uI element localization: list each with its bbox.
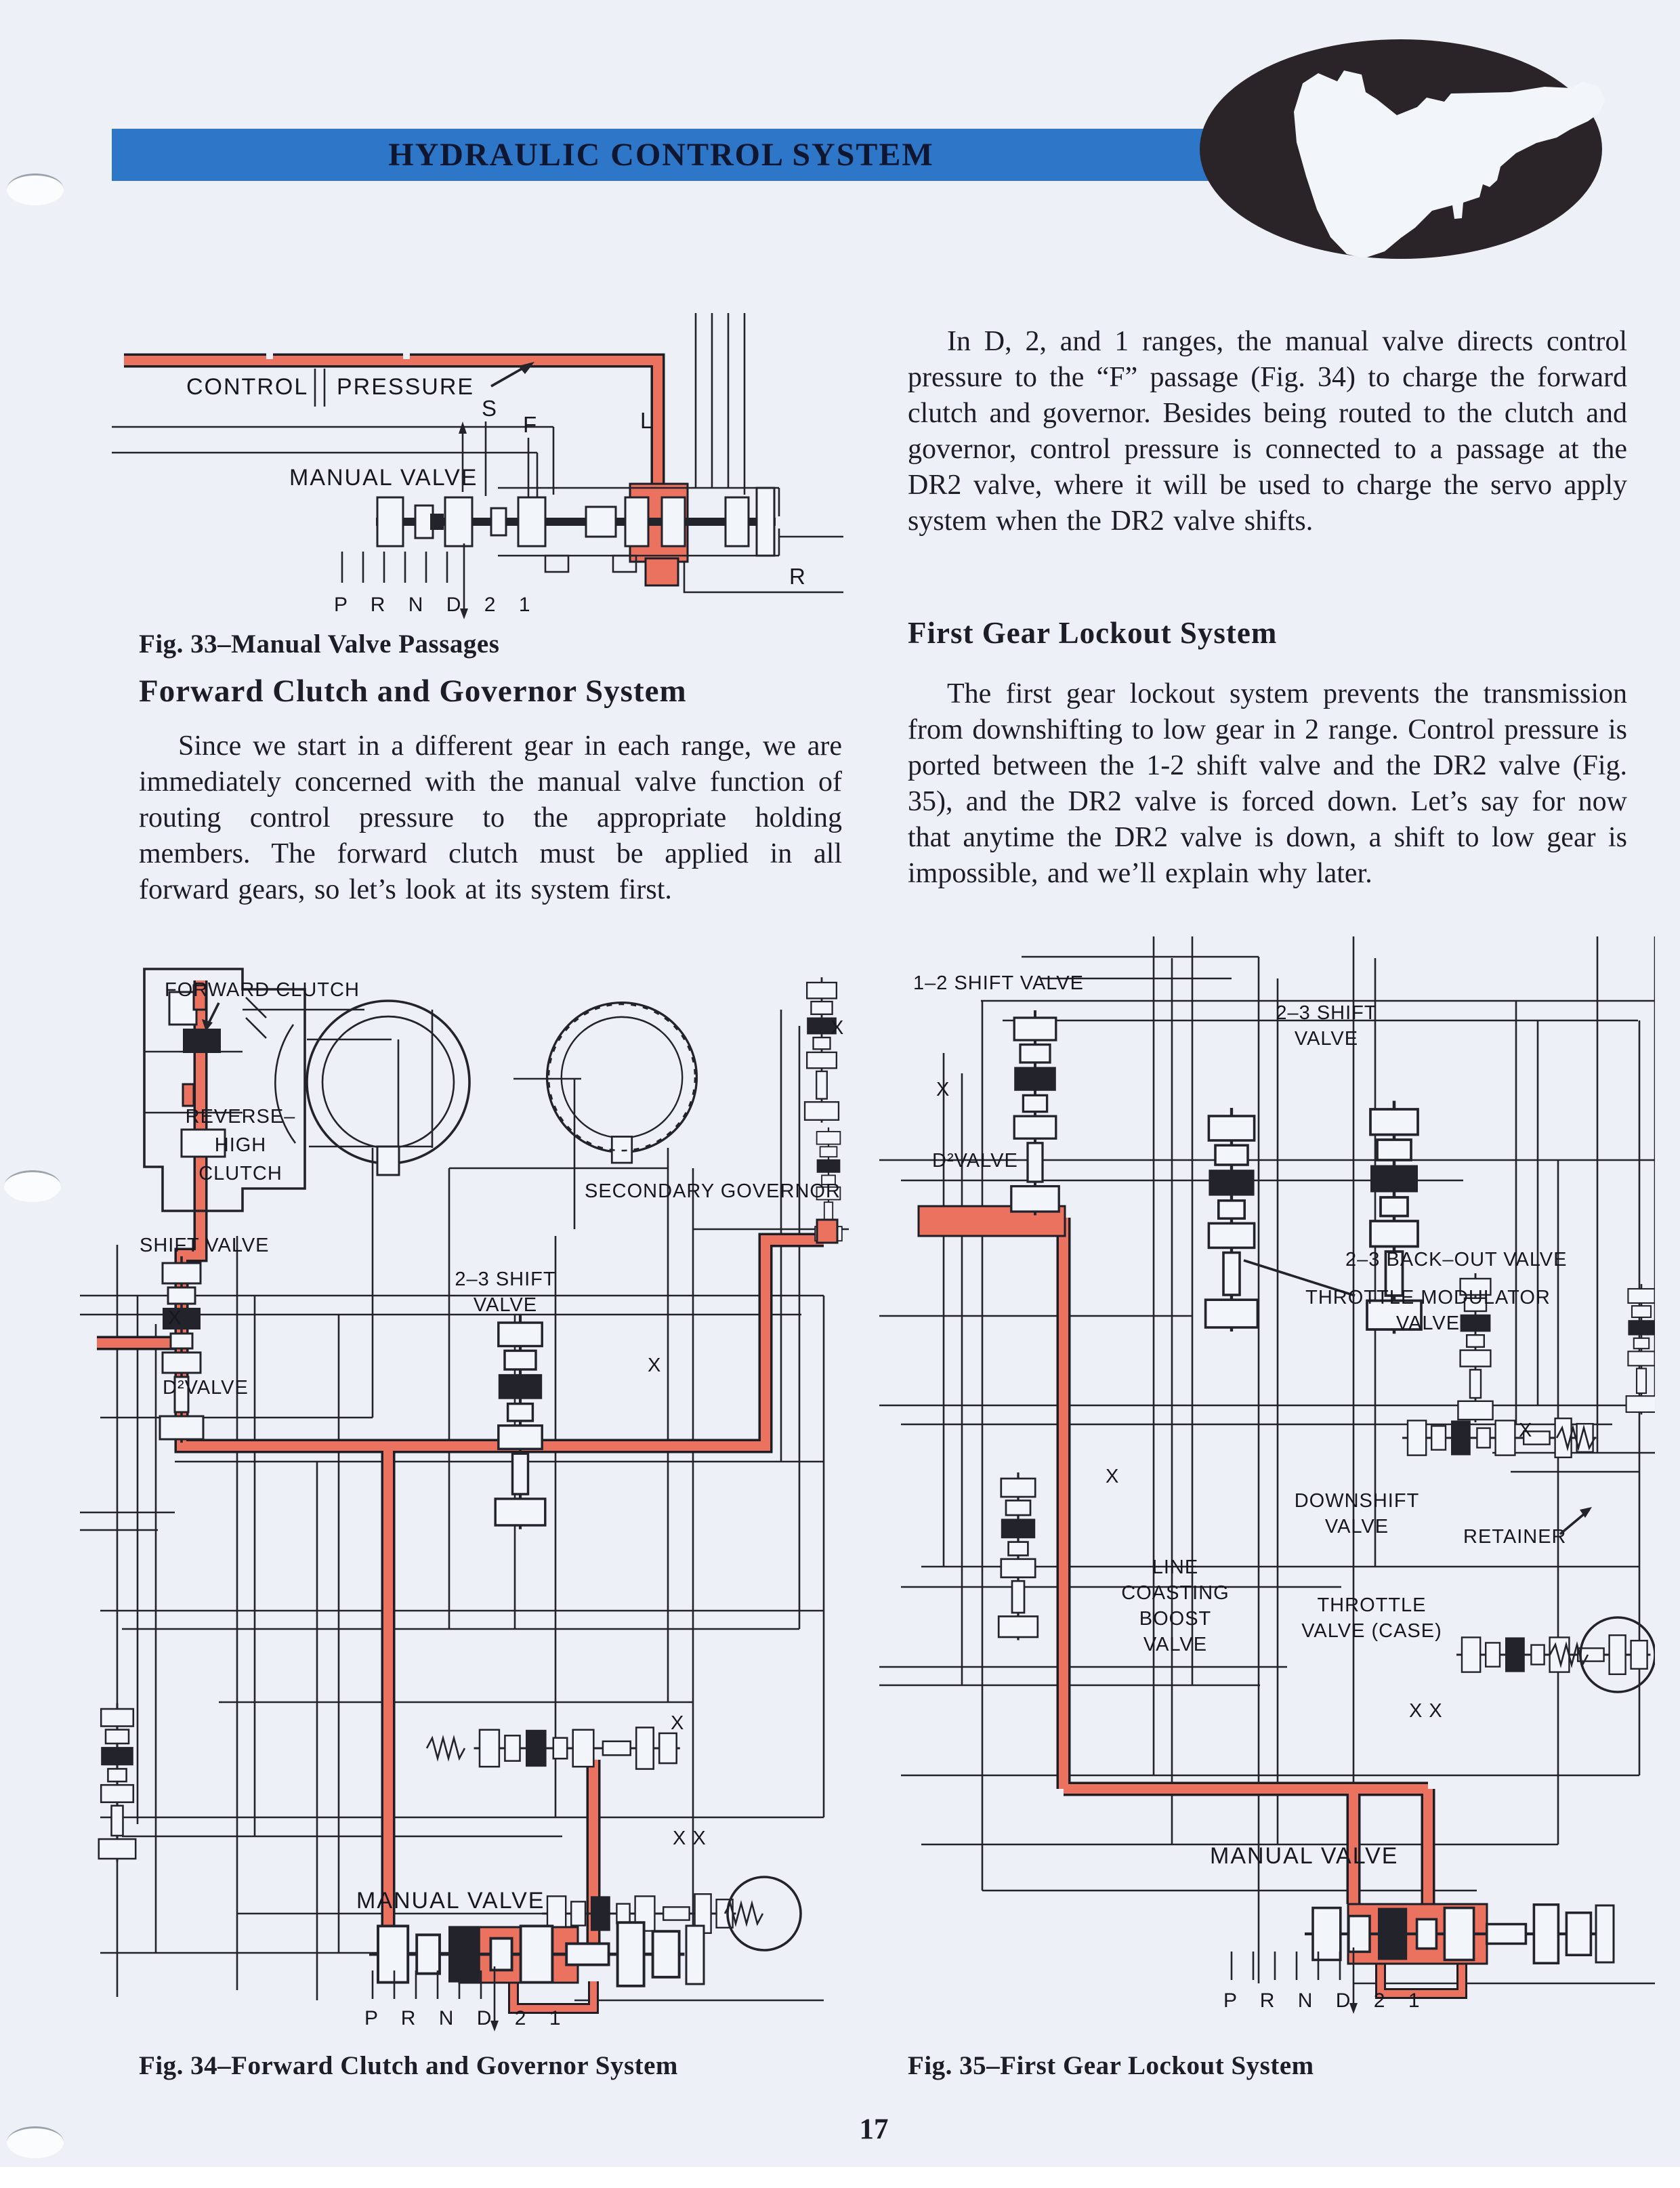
x-mark: X [168, 1307, 182, 1329]
xx-mark: X X [1409, 1700, 1443, 1722]
reverse-high-clutch-label-3: CLUTCH [198, 1163, 282, 1184]
shift-23-label-1: 2–3 SHIFT [1276, 1002, 1377, 1024]
xx-mark: X X [673, 1828, 707, 1849]
throttle-case-label-2: VALVE (CASE) [1301, 1620, 1442, 1642]
back-out-valve-label: 2–3 BACK–OUT VALVE [1345, 1249, 1567, 1271]
x-mark: X [936, 1079, 950, 1100]
x-mark: X [831, 1017, 844, 1039]
page-number: 17 [859, 2113, 889, 2145]
fig34-diagram: FORWARD CLUTCH REVERSE– HIGH CLUTCH SHIF… [80, 968, 849, 2031]
passage-s-label: S [482, 396, 498, 421]
fig35-labels: 1–2 SHIFT VALVE 2–3 SHIFT VALVE X D²VALV… [913, 972, 1592, 2012]
punch-hole-top [7, 173, 64, 205]
forward-clutch-assembly [143, 968, 306, 1212]
downshift-valve-label-1: DOWNSHIFT [1295, 1490, 1420, 1512]
x-mark: X [648, 1355, 661, 1376]
manual-valve-label: MANUAL VALVE [289, 465, 478, 491]
fig35-highlight-circuit [917, 1205, 1467, 1999]
shift-12-valve-label: 1–2 SHIFT VALVE [913, 972, 1084, 994]
control-label: CONTROL [186, 374, 308, 400]
line-boost-label-4: VALVE [1143, 1634, 1207, 1655]
downshift-valve-label-2: VALVE [1325, 1516, 1389, 1537]
fig33-diagram: CONTROL PRESSURE S F L R MANUAL VALVE P … [112, 313, 843, 619]
x-mark: X [1519, 1420, 1532, 1441]
punch-hole-bottom [7, 2126, 64, 2158]
transmission-logo [1200, 39, 1605, 259]
passage-r-label: R [789, 564, 807, 589]
header-bar: HYDRAULIC CONTROL SYSTEM [112, 129, 1211, 181]
manual-valve-label: MANUAL VALVE [1210, 1843, 1398, 1869]
pressure-label: PRESSURE [337, 374, 474, 400]
punch-hole-middle [4, 1170, 61, 1202]
reverse-high-clutch-label-2: HIGH [215, 1134, 267, 1156]
right-paragraph-2: The first gear lockout system prevents t… [908, 678, 1627, 889]
fig35-pipe-network [879, 936, 1655, 1985]
manual-valve-spool [376, 482, 779, 587]
page-title: HYDRAULIC CONTROL SYSTEM [388, 137, 934, 173]
secondary-governor-label: SECONDARY GOVERNOR [585, 1180, 841, 1202]
reverse-high-clutch-label-1: REVERSE– [186, 1106, 296, 1128]
retainer-label: RETAINER [1463, 1526, 1566, 1548]
section-heading-forward-clutch: Forward Clutch and Governor System [139, 674, 687, 709]
control-pressure-pipe [124, 348, 665, 484]
shift-23-label-2: VALVE [474, 1294, 537, 1316]
fig34-caption: Fig. 34–Forward Clutch and Governor Syst… [139, 2051, 678, 2080]
line-boost-label-2: COASTING [1121, 1582, 1229, 1604]
left-paragraph: Since we start in a different gear in ea… [139, 730, 842, 905]
passage-f-label: F [523, 412, 538, 437]
throttle-modulator-label-2: VALVE [1396, 1313, 1460, 1334]
shift-23-label-1: 2–3 SHIFT [455, 1268, 555, 1290]
gear-positions-label: P R N D 2 1 [1223, 1989, 1429, 2012]
x-mark: X [1106, 1466, 1119, 1487]
line-boost-label-3: BOOST [1139, 1608, 1212, 1630]
fig35-valve-spools [997, 1009, 1655, 1693]
shift-23-label-2: VALVE [1295, 1028, 1358, 1050]
section-heading-first-gear-lockout: First Gear Lockout System [908, 616, 1278, 650]
gear-positions-label: P R N D 2 1 [334, 594, 539, 616]
governor-rings [274, 999, 698, 1176]
fig34-manual-valve [369, 1922, 705, 2031]
right-paragraph-1: In D, 2, and 1 ranges, the manual valve … [908, 326, 1627, 537]
forward-clutch-label: FORWARD CLUTCH [165, 979, 360, 1001]
shift-valve-label: SHIFT VALVE [140, 1235, 270, 1256]
fig34-highlight-circuit [97, 981, 824, 2014]
fig33-passage-lines [112, 313, 843, 594]
d2-valve-label: D²VALVE [163, 1377, 249, 1399]
throttle-case-label-1: THROTTLE [1317, 1594, 1426, 1616]
throttle-modulator-label-1: THROTTLE MODULATOR [1305, 1287, 1551, 1308]
passage-l-label: L [640, 408, 654, 433]
gear-positions-label: P R N D 2 1 [364, 2007, 570, 2029]
manual-valve-label: MANUAL VALVE [356, 1888, 545, 1914]
fig35-diagram: 1–2 SHIFT VALVE 2–3 SHIFT VALVE X D²VALV… [879, 936, 1655, 2014]
fig33-caption: Fig. 33–Manual Valve Passages [139, 629, 500, 659]
transmission-silhouette-icon [1294, 70, 1605, 258]
fig35-manual-valve [1230, 1903, 1615, 2014]
fig34-labels: FORWARD CLUTCH REVERSE– HIGH CLUTCH SHIF… [140, 979, 844, 2029]
fig34-valve-spools [98, 976, 843, 1952]
fig35-caption: Fig. 35–First Gear Lockout System [908, 2051, 1314, 2080]
line-boost-label-1: LINE [1152, 1556, 1198, 1578]
x-mark: X [671, 1712, 684, 1734]
d2-valve-label: D²VALVE [932, 1150, 1018, 1172]
scan-edge [0, 2167, 1680, 2188]
fig33-annotations: CONTROL PRESSURE S F L R MANUAL VALVE P … [186, 362, 807, 619]
